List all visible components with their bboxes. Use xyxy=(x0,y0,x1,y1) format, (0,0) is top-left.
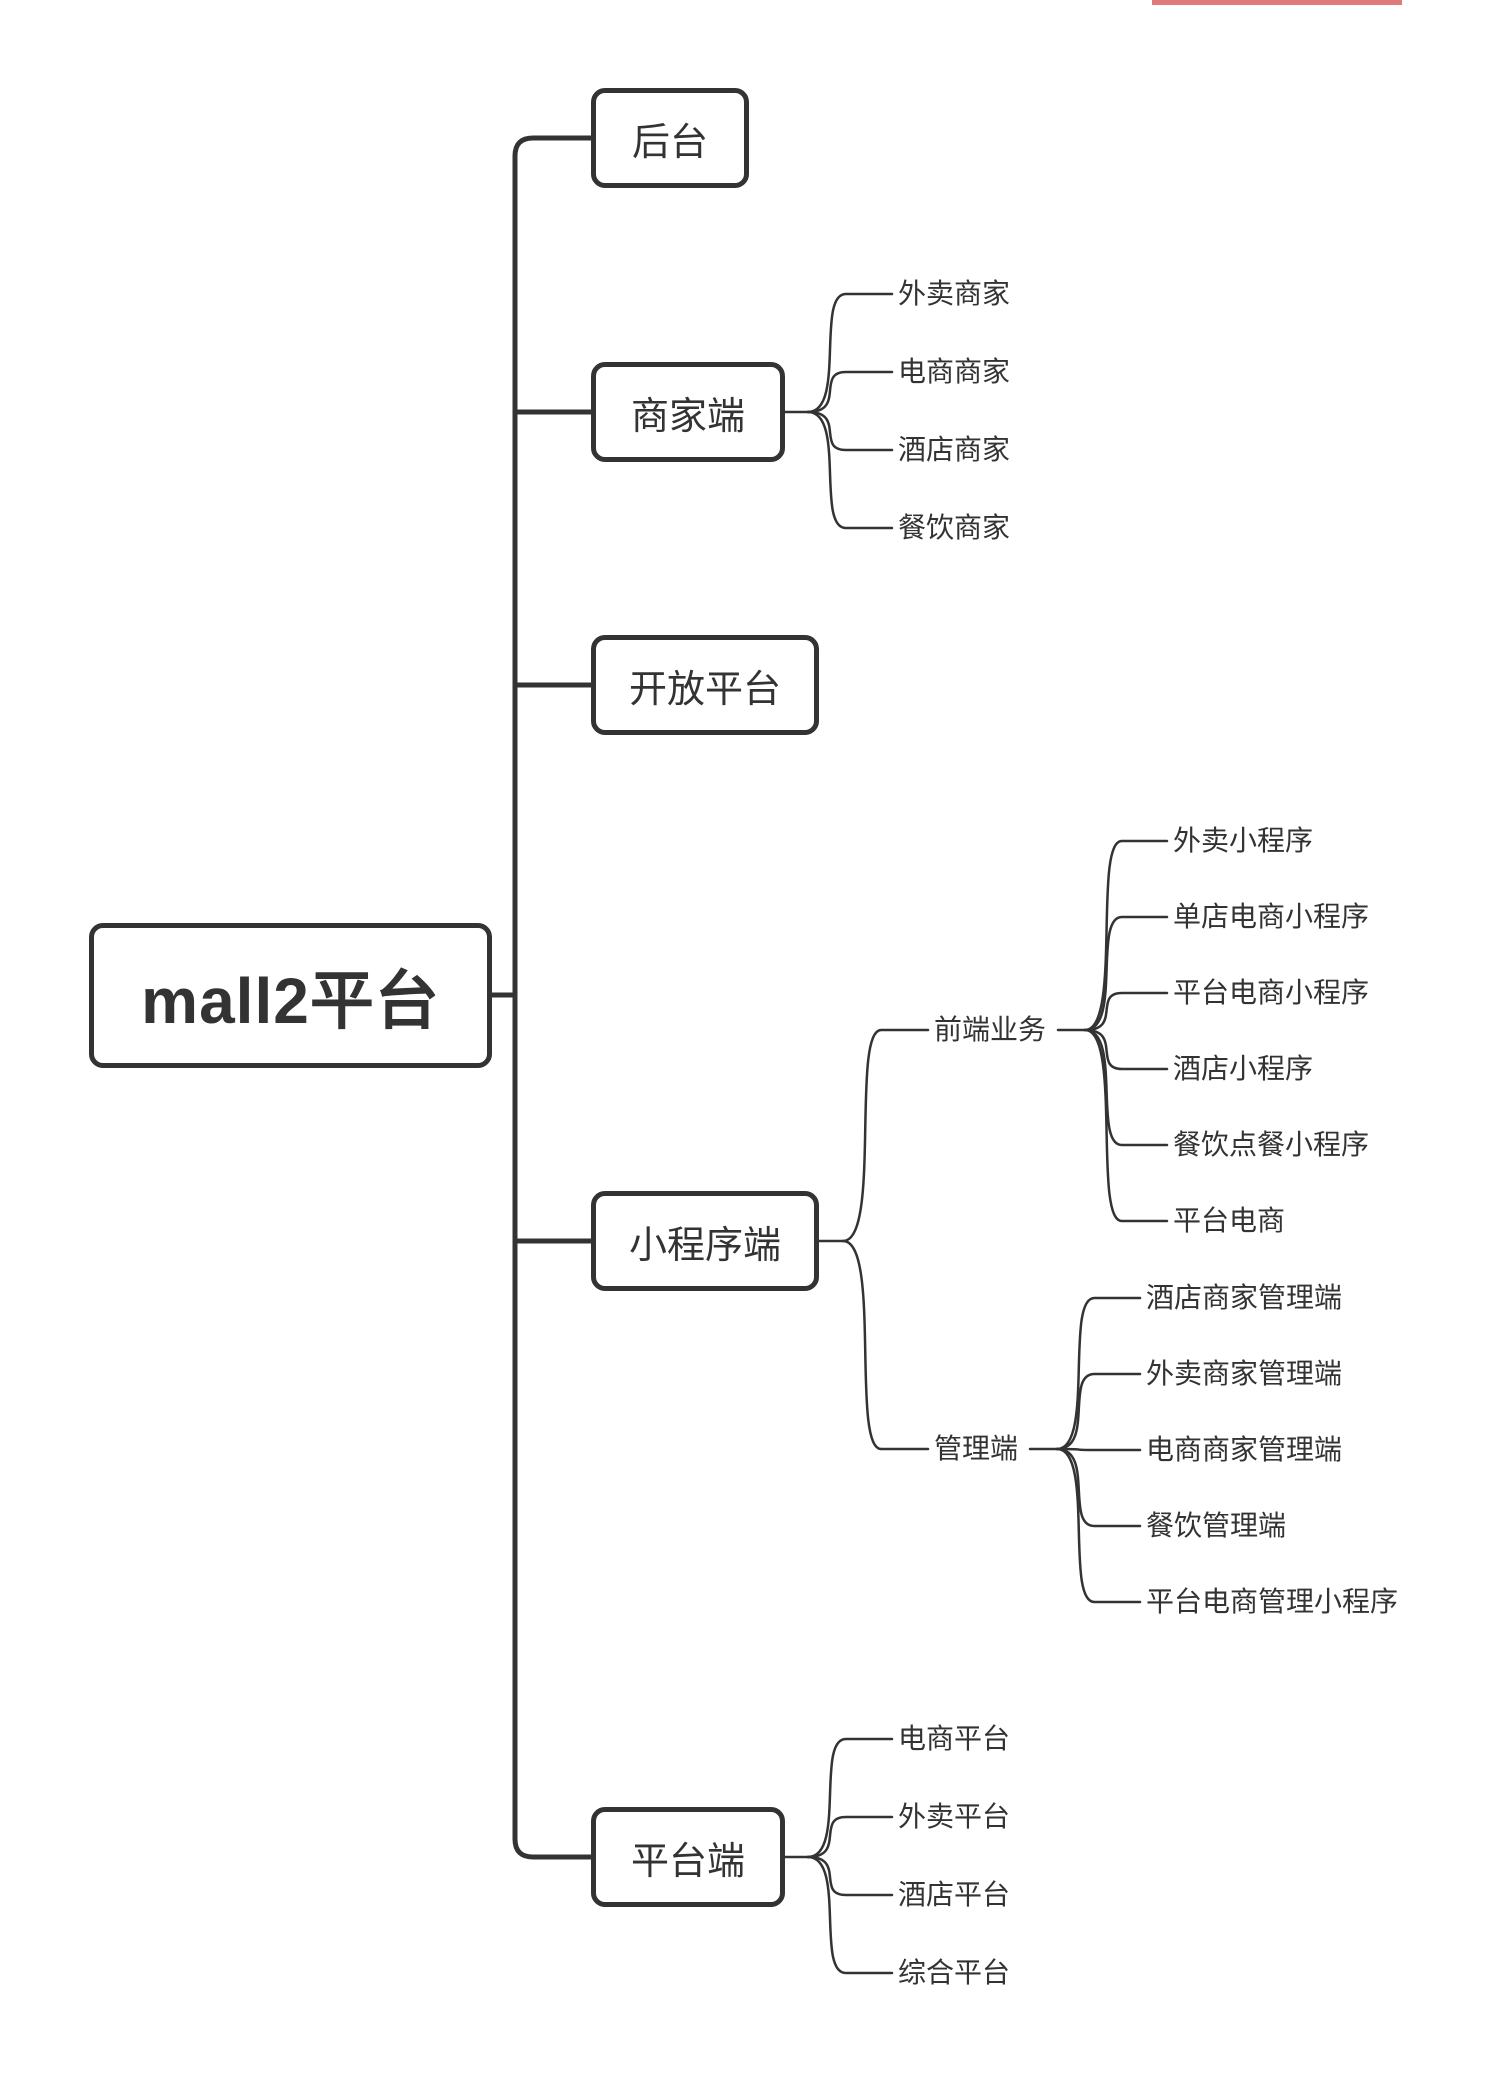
frontend-leaf-connector xyxy=(1083,1028,1169,1071)
group-frontend-label[interactable]: 前端业务 xyxy=(934,1013,1047,1046)
frontend-leaf[interactable]: 餐饮点餐小程序 xyxy=(1173,1128,1370,1161)
platform-leaf[interactable]: 综合平台 xyxy=(898,1956,1011,1989)
group-connector xyxy=(841,1028,930,1243)
top-accent-bar xyxy=(1152,0,1402,5)
frontend-leaf[interactable]: 平台电商小程序 xyxy=(1173,976,1370,1009)
frontend-leaf-connector xyxy=(1083,1028,1169,1147)
frontend-leaf[interactable]: 酒店小程序 xyxy=(1173,1052,1314,1085)
branch-open-platform[interactable]: 开放平台 xyxy=(591,635,819,735)
management-leaf-connector xyxy=(1055,1296,1142,1451)
merchant-leaf-connector xyxy=(806,370,894,414)
merchant-leaf-connector xyxy=(806,292,894,414)
group-connector xyxy=(841,1239,930,1451)
branch-backend[interactable]: 后台 xyxy=(591,88,749,188)
branch-platform-label: 平台端 xyxy=(630,1838,745,1883)
root-node[interactable]: mall2平台 xyxy=(89,923,492,1068)
management-leaf[interactable]: 酒店商家管理端 xyxy=(1146,1281,1343,1314)
merchant-leaf-connector xyxy=(806,410,894,530)
branch-merchant-label: 商家端 xyxy=(630,393,745,438)
frontend-leaf-connector xyxy=(1083,991,1169,1032)
management-leaf-connector xyxy=(1055,1447,1142,1452)
trunk-connector xyxy=(512,135,594,1860)
management-leaf-connector xyxy=(1055,1447,1142,1528)
branch-platform[interactable]: 平台端 xyxy=(591,1807,785,1907)
frontend-leaf-connector xyxy=(1083,915,1169,1032)
merchant-leaf[interactable]: 外卖商家 xyxy=(898,277,1011,310)
frontend-leaf[interactable]: 平台电商 xyxy=(1173,1204,1286,1237)
management-leaf-connector xyxy=(1055,1372,1142,1451)
frontend-leaf[interactable]: 外卖小程序 xyxy=(1173,824,1314,857)
management-leaf[interactable]: 外卖商家管理端 xyxy=(1146,1357,1343,1390)
branch-open-platform-label: 开放平台 xyxy=(628,666,781,711)
platform-leaf-connector xyxy=(806,1815,894,1859)
platform-leaf-connector xyxy=(806,1855,894,1897)
frontend-leaf-connector xyxy=(1083,1028,1169,1223)
branch-backend-label: 后台 xyxy=(631,119,708,164)
root-label: mall2平台 xyxy=(141,964,440,1037)
platform-leaf-connector xyxy=(806,1737,894,1859)
management-leaf[interactable]: 电商商家管理端 xyxy=(1146,1433,1343,1466)
branch-mini-program[interactable]: 小程序端 xyxy=(591,1191,819,1291)
management-leaf-connector xyxy=(1055,1447,1142,1604)
management-leaf[interactable]: 平台电商管理小程序 xyxy=(1146,1585,1399,1618)
platform-leaf[interactable]: 外卖平台 xyxy=(898,1800,1011,1833)
merchant-leaf[interactable]: 电商商家 xyxy=(898,355,1011,388)
group-management-label[interactable]: 管理端 xyxy=(934,1432,1019,1465)
branch-mini-program-label: 小程序端 xyxy=(628,1222,781,1267)
platform-leaf-connector xyxy=(806,1855,894,1975)
frontend-leaf[interactable]: 单店电商小程序 xyxy=(1173,900,1370,933)
merchant-leaf-connector xyxy=(806,410,894,452)
frontend-leaf-connector xyxy=(1083,839,1169,1032)
management-leaf[interactable]: 餐饮管理端 xyxy=(1146,1509,1287,1542)
platform-leaf[interactable]: 电商平台 xyxy=(898,1722,1011,1755)
branch-merchant[interactable]: 商家端 xyxy=(591,362,785,462)
merchant-leaf[interactable]: 餐饮商家 xyxy=(898,511,1011,544)
merchant-leaf[interactable]: 酒店商家 xyxy=(898,433,1011,466)
platform-leaf[interactable]: 酒店平台 xyxy=(898,1878,1011,1911)
